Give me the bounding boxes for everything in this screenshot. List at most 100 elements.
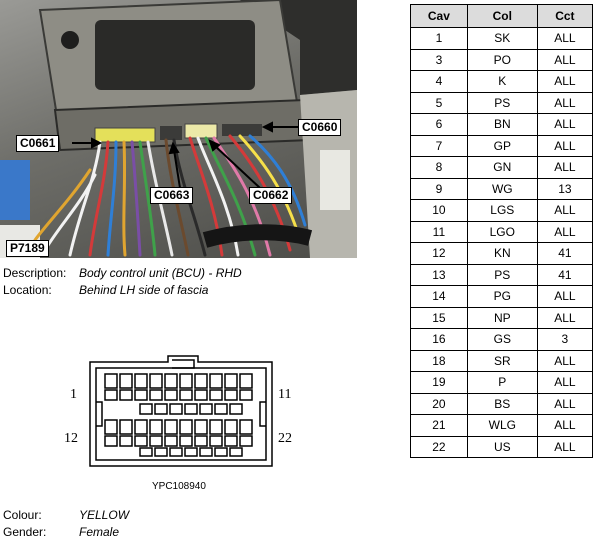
- col-cell: PO: [466, 48, 538, 71]
- connector-location-photo: C0661 C0660 C0663 C0662 P7189: [0, 0, 357, 258]
- photo-illustration: [0, 0, 357, 258]
- col-cell: PS: [466, 263, 538, 286]
- gender-row: Gender: Female: [3, 524, 119, 540]
- cav-cell: 15: [410, 306, 468, 329]
- pin-label-12: 12: [64, 431, 78, 446]
- col-cell: GP: [466, 134, 538, 157]
- gender-value: Female: [79, 525, 120, 539]
- gender-label: Gender:: [3, 525, 47, 539]
- col-cell: SK: [466, 27, 538, 50]
- cav-cell: 1: [410, 27, 468, 50]
- cct-cell: ALL: [536, 134, 594, 157]
- part-number: YPC108940: [152, 481, 206, 492]
- cav-cell: 9: [410, 177, 468, 200]
- col-cell: PG: [466, 285, 538, 308]
- connector-face-diagram: 1 11 12 22: [64, 355, 292, 467]
- cav-cell: 21: [410, 414, 468, 437]
- cct-cell: ALL: [536, 48, 594, 71]
- cav-cell: 20: [410, 392, 468, 415]
- pin-label-11: 11: [278, 387, 291, 402]
- col-cell: US: [466, 435, 538, 458]
- cav-cell: 14: [410, 285, 468, 308]
- cav-cell: 10: [410, 199, 468, 222]
- colour-label: Colour:: [3, 508, 42, 522]
- callout-c0662: C0662: [249, 187, 293, 204]
- col-cell: BN: [466, 113, 538, 136]
- col-cell: K: [466, 70, 538, 93]
- pin-label-22: 22: [278, 431, 292, 446]
- col-cell: LGO: [466, 220, 538, 243]
- cav-cell: 8: [410, 156, 468, 179]
- callout-c0661: C0661: [16, 135, 60, 152]
- col-cell: KN: [466, 242, 538, 265]
- callout-c0660: C0660: [298, 119, 342, 136]
- col-cell: NP: [466, 306, 538, 329]
- cct-cell: ALL: [536, 156, 594, 179]
- description-value: Body control unit (BCU) - RHD: [79, 266, 242, 280]
- header-cav: Cav: [410, 4, 468, 28]
- cav-cell: 6: [410, 113, 468, 136]
- col-cell: PS: [466, 91, 538, 114]
- location-value: Behind LH side of fascia: [79, 283, 209, 297]
- cct-cell: ALL: [536, 414, 594, 437]
- cct-cell: ALL: [536, 113, 594, 136]
- cav-cell: 4: [410, 70, 468, 93]
- cct-cell: 13: [536, 177, 594, 200]
- cct-cell: ALL: [536, 27, 594, 50]
- col-cell: SR: [466, 349, 538, 372]
- cct-cell: ALL: [536, 371, 594, 394]
- col-cell: GS: [466, 328, 538, 351]
- cct-cell: 3: [536, 328, 594, 351]
- colour-row: Colour: YELLOW: [3, 507, 129, 523]
- col-cell: GN: [466, 156, 538, 179]
- cct-cell: ALL: [536, 306, 594, 329]
- col-cell: BS: [466, 392, 538, 415]
- location-label: Location:: [3, 283, 52, 297]
- header-col: Col: [466, 4, 538, 28]
- cct-cell: ALL: [536, 70, 594, 93]
- col-cell: WG: [466, 177, 538, 200]
- cct-cell: 41: [536, 263, 594, 286]
- cav-cell: 3: [410, 48, 468, 71]
- colour-value: YELLOW: [79, 508, 130, 522]
- cct-cell: ALL: [536, 220, 594, 243]
- cav-cell: 22: [410, 435, 468, 458]
- callout-c0663: C0663: [150, 187, 194, 204]
- cav-cell: 13: [410, 263, 468, 286]
- col-cell: WLG: [466, 414, 538, 437]
- cav-cell: 12: [410, 242, 468, 265]
- header-cct: Cct: [536, 4, 594, 28]
- description-label: Description:: [3, 266, 67, 280]
- cct-cell: ALL: [536, 435, 594, 458]
- cav-cell: 18: [410, 349, 468, 372]
- callout-p7189: P7189: [6, 240, 49, 257]
- description-row: Description: Body control unit (BCU) - RH…: [3, 265, 242, 281]
- col-cell: LGS: [466, 199, 538, 222]
- location-row: Location: Behind LH side of fascia: [3, 282, 208, 298]
- cav-cell: 5: [410, 91, 468, 114]
- cct-cell: 41: [536, 242, 594, 265]
- cav-cell: 11: [410, 220, 468, 243]
